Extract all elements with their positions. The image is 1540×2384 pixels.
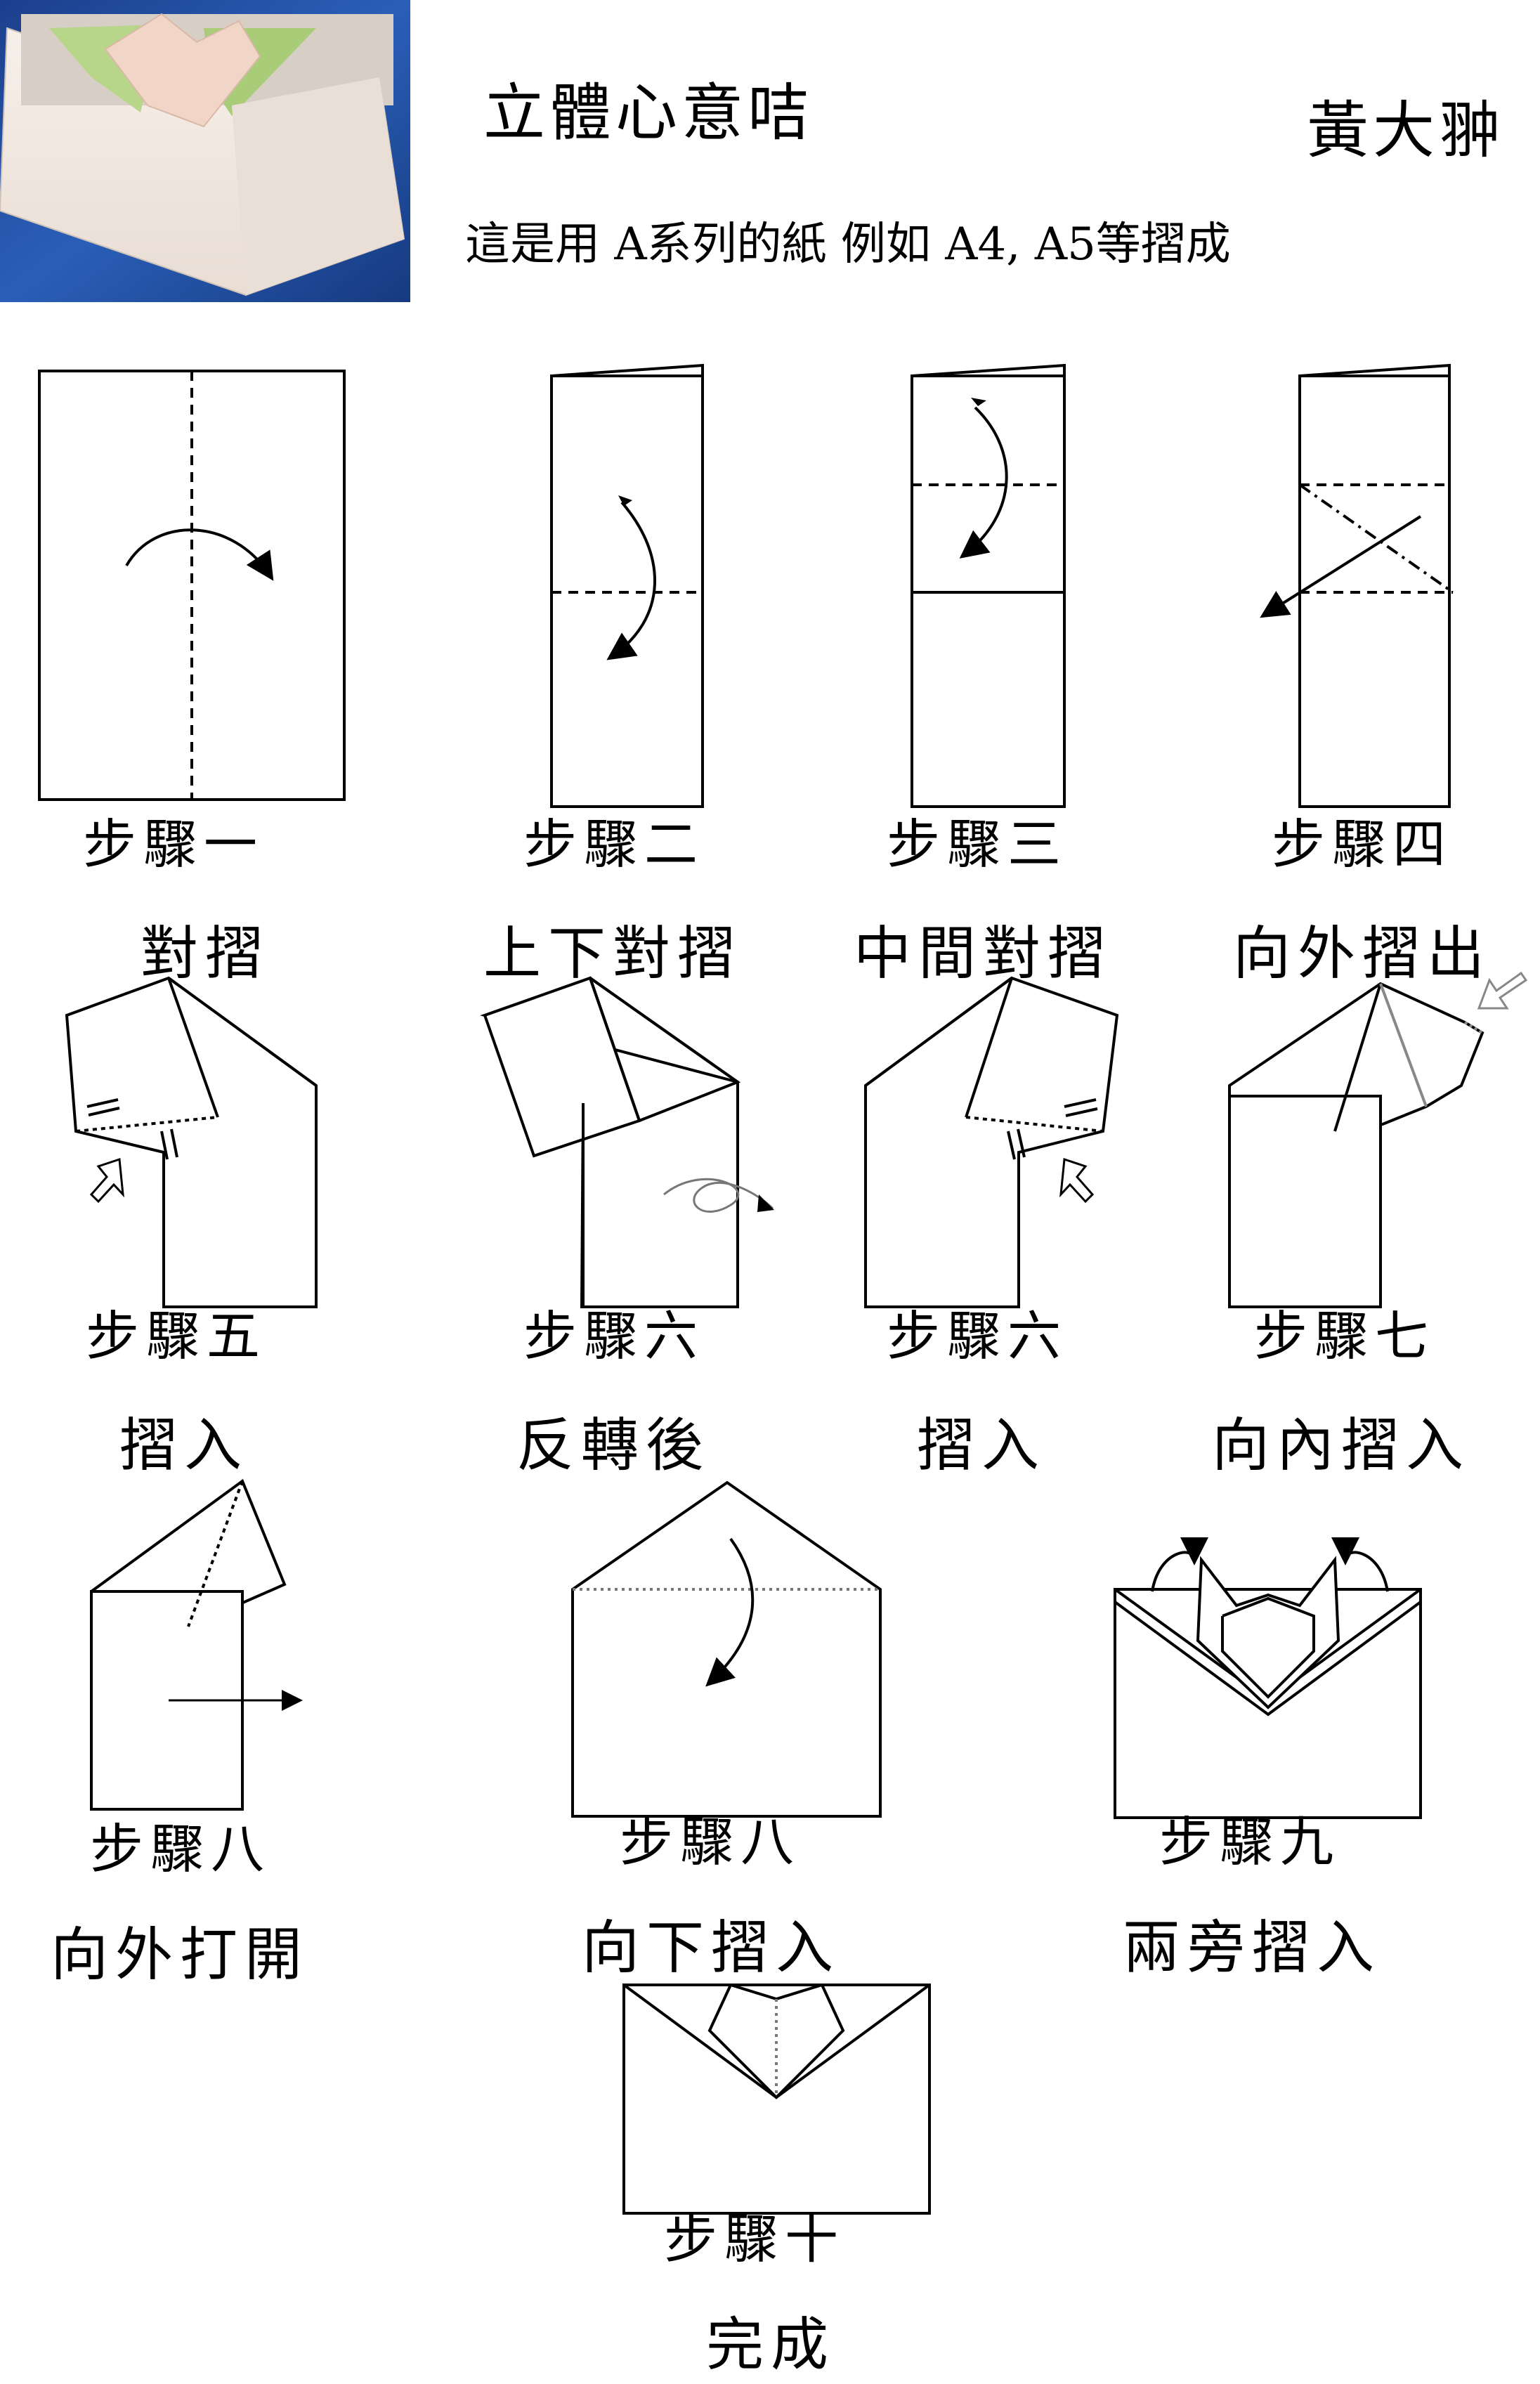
diagram-step-1 [38, 370, 346, 801]
step-label: 步驟六 [887, 1305, 1068, 1367]
step-action: 摺入 [119, 1412, 249, 1479]
step-action: 兩旁摺入 [1123, 1915, 1382, 1981]
step-label: 步驟一 [83, 813, 264, 875]
step-label: 步驟五 [86, 1305, 267, 1367]
diagram-step-5 [65, 976, 318, 1308]
diagram-step-8b [571, 1480, 882, 1818]
step-action: 向外摺出 [1233, 920, 1492, 987]
step-label: 步驟八 [90, 1818, 271, 1880]
finished-card-photo [0, 0, 410, 302]
author-name: 黃大翀 [1307, 94, 1506, 167]
step-label: 步驟七 [1254, 1305, 1435, 1367]
diagram-step-8a [90, 1478, 303, 1811]
diagram-step-6b [864, 976, 1119, 1308]
step-action: 對摺 [141, 920, 270, 987]
step-label: 步驟四 [1272, 813, 1453, 875]
step-label: 步驟六 [523, 1305, 705, 1367]
step-action: 反轉後 [516, 1412, 711, 1479]
step-action: 向外打開 [51, 1922, 310, 1988]
diagram-step-2 [550, 363, 704, 808]
page-title: 立體心意咭 [483, 77, 814, 149]
diagram-step-3 [911, 363, 1066, 808]
diagram-step-9 [1114, 1537, 1422, 1819]
diagram-step-6a [480, 976, 774, 1308]
step-label: 步驟十 [664, 2208, 845, 2270]
step-label: 步驟二 [523, 813, 705, 875]
step-action: 完成 [706, 2312, 836, 2378]
step-label: 步驟八 [620, 1811, 801, 1873]
step-action: 向內摺入 [1212, 1412, 1471, 1479]
step-label: 步驟九 [1159, 1811, 1340, 1873]
step-action: 上下對摺 [483, 920, 743, 987]
subtitle: 這是用 A系列的紙 例如 A4, A5等摺成 [465, 219, 1231, 271]
step-action: 摺入 [917, 1412, 1047, 1479]
diagram-step-4 [1260, 363, 1454, 808]
step-action: 向下摺入 [582, 1915, 841, 1981]
diagram-step-10 [622, 1984, 931, 2215]
diagram-step-7 [1228, 971, 1528, 1308]
step-action: 中間對摺 [854, 920, 1113, 987]
step-label: 步驟三 [887, 813, 1068, 875]
